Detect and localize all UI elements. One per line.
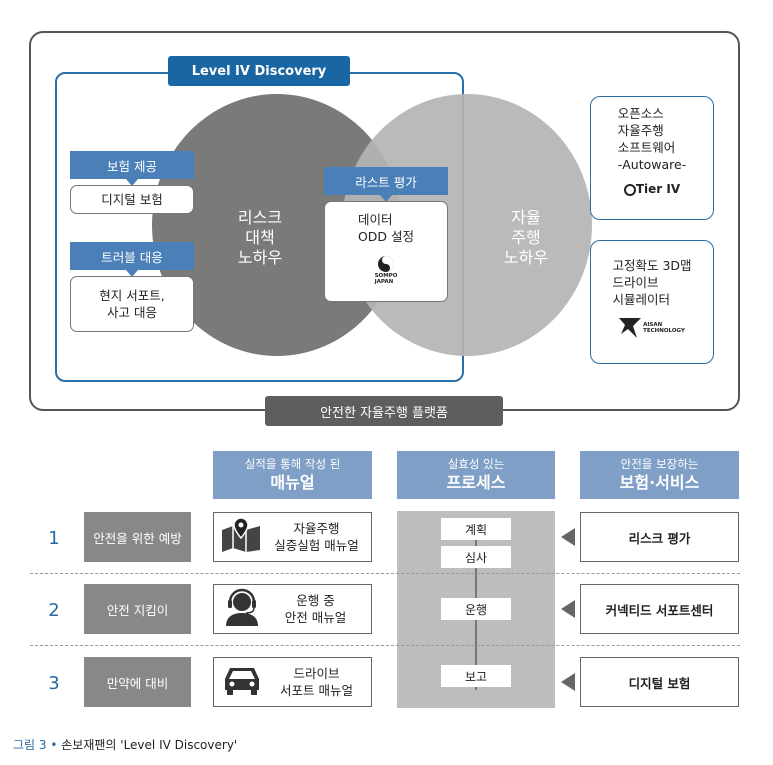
data-odd-text: 데이터 ODD 설정: [357, 212, 415, 244]
manual-box-experiment: 자율주행 실증실험 매뉴얼: [213, 512, 372, 562]
service-risk-eval: 리스크 평가: [580, 512, 739, 562]
header-service-sub: 안전을 보장하는: [620, 457, 699, 471]
header-manual-main: 매뉴얼: [270, 473, 315, 492]
autoware-box: 오픈소스 자율주행 소프트웨어 -Autoware- Tier IV: [590, 96, 714, 220]
figure-caption: 그림 3 • 손보재팬의 'Level IV Discovery': [13, 736, 237, 753]
map-simulator-text: 고정확도 3D맵 드라이브 시뮬레이터: [612, 258, 692, 307]
service-digital-insurance: 디지털 보험: [580, 657, 739, 707]
digital-insurance-box: 디지털 보험: [70, 185, 194, 214]
header-process: 실효성 있는 프로세스: [397, 451, 555, 499]
risk-knowhow-text: 리스크 대책 노하우: [237, 208, 283, 267]
headset-person-icon: [224, 588, 260, 630]
arrow-left-icon: [561, 673, 575, 691]
data-odd-box: 데이터 ODD 설정 SOMPO JAPAN: [324, 201, 448, 302]
header-service: 안전을 보장하는 보험·서비스: [580, 451, 739, 499]
row-label-contingency: 만약에 대비: [84, 657, 191, 707]
local-support-box: 현지 서포트, 사고 대응: [70, 276, 194, 332]
tier-iv-logo-text: Tier IV: [635, 182, 681, 196]
diagram-title: Level IV Discovery: [168, 56, 350, 86]
manual-box-operation: 운행 중 안전 매뉴얼: [213, 584, 372, 634]
header-process-sub: 실효성 있는: [447, 457, 505, 471]
map-pin-icon: [220, 517, 262, 556]
process-step-report: 보고: [441, 665, 511, 687]
manual-text-drive-support: 드라이브 서포트 매뉴얼: [280, 666, 353, 698]
caption-number: 그림 3: [13, 738, 47, 752]
insurance-label: 보험 제공: [70, 151, 194, 186]
trouble-label: 트러블 대응: [70, 242, 194, 277]
header-process-main: 프로세스: [446, 473, 506, 492]
tier-iv-logo-icon: Tier IV: [623, 181, 681, 198]
process-step-operate: 운행: [441, 598, 511, 620]
caption-separator: •: [50, 738, 58, 752]
manual-text-experiment: 자율주행 실증실험 매뉴얼: [274, 521, 359, 553]
arrow-left-icon: [561, 528, 575, 546]
row-number: 1: [48, 527, 60, 549]
header-manual-sub: 실적을 통해 작성 된: [244, 457, 341, 471]
last-eval-label: 라스트 평가: [324, 167, 448, 202]
row-label-prevention: 안전을 위한 예방: [84, 512, 191, 562]
header-service-main: 보험·서비스: [619, 473, 700, 492]
platform-label: 안전한 자율주행 플랫폼: [265, 396, 503, 426]
autonomous-knowhow-text: 자율 주행 노하우: [503, 208, 549, 267]
caption-text: 손보재팬의 'Level IV Discovery': [61, 738, 238, 752]
aisan-logo-text: AISAN TECHNOLOGY: [643, 322, 685, 334]
row-divider: [30, 573, 740, 574]
header-manual: 실적을 통해 작성 된 매뉴얼: [213, 451, 372, 499]
process-step-review: 심사: [441, 546, 511, 568]
sompo-logo-icon: SOMPO JAPAN: [374, 255, 398, 285]
process-step-plan: 계획: [441, 518, 511, 540]
arrow-left-icon: [561, 600, 575, 618]
row-divider: [30, 645, 740, 646]
map-simulator-box: 고정확도 3D맵 드라이브 시뮬레이터 AISAN TECHNOLOGY: [590, 240, 714, 364]
manual-box-drive-support: 드라이브 서포트 매뉴얼: [213, 657, 372, 707]
aisan-logo-icon: AISAN TECHNOLOGY: [619, 318, 685, 338]
row-number: 2: [48, 599, 60, 621]
car-icon: [222, 664, 262, 700]
manual-text-operation: 운행 중 안전 매뉴얼: [284, 593, 347, 625]
autoware-text: 오픈소스 자율주행 소프트웨어 -Autoware-: [617, 106, 687, 172]
sompo-logo-text: SOMPO JAPAN: [374, 273, 398, 285]
row-number: 3: [48, 672, 60, 694]
row-label-guardian: 안전 지킴이: [84, 584, 191, 634]
service-connected-support: 커넥티드 서포트센터: [580, 584, 739, 634]
